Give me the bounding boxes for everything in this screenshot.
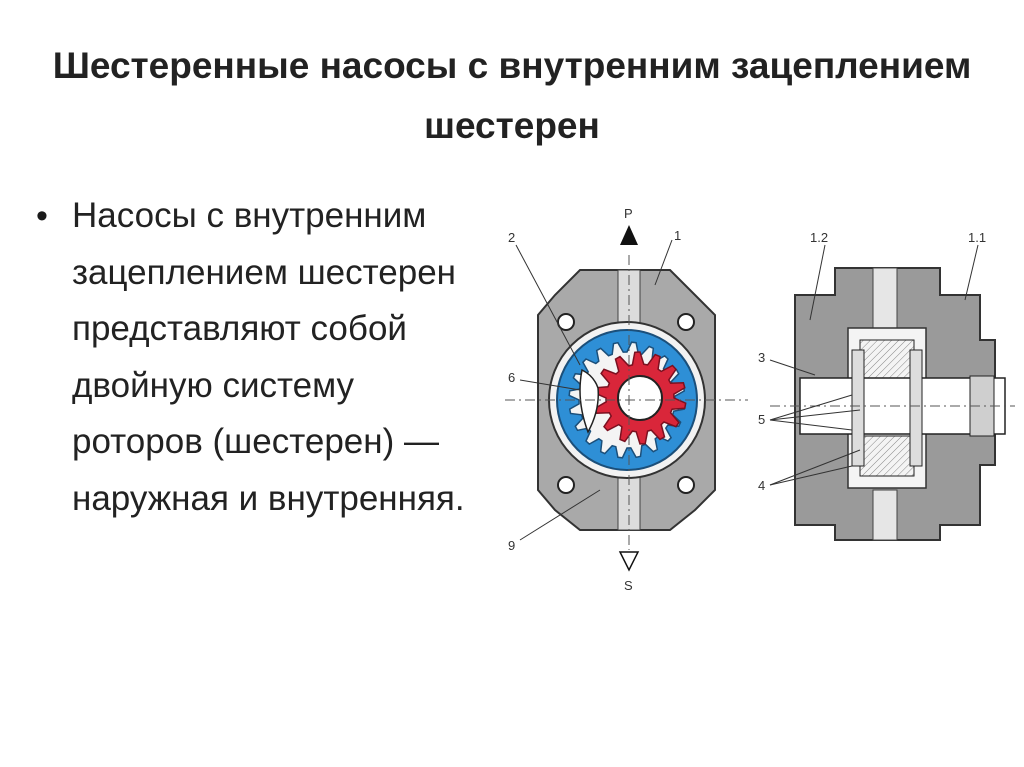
pressure-arrow-icon	[620, 225, 638, 245]
leader-line	[809, 244, 826, 321]
slide-title: Шестеренные насосы с внутренним зацеплен…	[52, 45, 972, 146]
leader-line	[769, 465, 853, 486]
leader-line	[519, 379, 581, 391]
label-s: S	[624, 578, 633, 593]
bullet-text: Насосы с внутренним зацеплением шестерен…	[72, 196, 465, 518]
label-6: 6	[508, 370, 515, 385]
leader-line	[519, 489, 601, 541]
suction-arrow-icon	[618, 551, 640, 572]
bullet-item: • Насосы с внутренним зацеплением шестер…	[30, 188, 475, 527]
leader-line	[769, 449, 861, 486]
label-5: 5	[758, 412, 765, 427]
section-view: 1.2 1.1 3 5 4	[758, 230, 1015, 541]
label-1: 1	[674, 228, 681, 243]
leader-line	[769, 394, 853, 421]
section-port	[872, 267, 898, 329]
leader-line	[769, 419, 853, 431]
leader-line	[769, 409, 861, 421]
pinion-shaft	[617, 375, 663, 421]
leader-line	[515, 244, 581, 366]
bolt-hole	[557, 313, 575, 331]
label-p: P	[624, 206, 633, 221]
label-4: 4	[758, 478, 765, 493]
label-9: 9	[508, 538, 515, 553]
leader-line	[769, 359, 816, 376]
front-view: P S 2 1 6 9	[505, 206, 748, 593]
label-1-1: 1.1	[968, 230, 986, 245]
gear-block	[859, 435, 915, 477]
gear-block	[859, 339, 915, 381]
gear-pump-figure: P S 2 1 6 9 1.2 1	[505, 206, 1015, 593]
bolt-hole	[677, 313, 695, 331]
section-port	[872, 489, 898, 541]
label-3: 3	[758, 350, 765, 365]
bolt-hole	[557, 476, 575, 494]
leader-line	[654, 239, 673, 286]
bearing	[851, 349, 865, 467]
leader-line	[964, 244, 979, 301]
label-2: 2	[508, 230, 515, 245]
bearing	[909, 349, 923, 467]
label-1-2: 1.2	[810, 230, 828, 245]
bullet-dot: •	[36, 197, 48, 235]
bolt-hole	[677, 476, 695, 494]
